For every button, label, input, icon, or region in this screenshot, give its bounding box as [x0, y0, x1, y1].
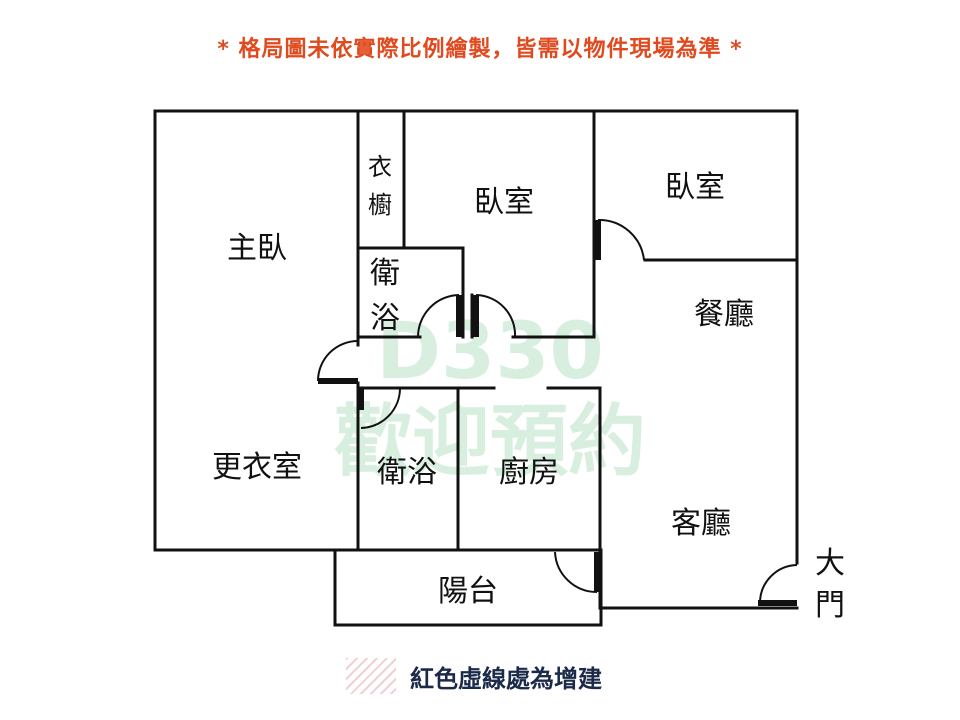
room-lower-bath: 衛浴 — [377, 455, 437, 490]
legend-hatch-swatch — [346, 658, 396, 694]
room-upper-bath-line2: 浴 — [370, 301, 400, 336]
room-living: 客廳 — [671, 506, 731, 541]
room-dining: 餐廳 — [694, 297, 754, 332]
room-bedroom-b: 臥室 — [665, 170, 725, 205]
room-bedroom-a: 臥室 — [474, 185, 534, 220]
room-upper-bath-line1: 衛 — [370, 256, 400, 291]
watermark-text: 歡迎預約 — [334, 397, 646, 487]
room-kitchen: 廚房 — [499, 455, 559, 490]
walls — [153, 109, 799, 610]
doors — [317, 218, 798, 606]
room-dressing: 更衣室 — [212, 450, 302, 485]
legend: 紅色虛線處為增建 — [346, 658, 602, 694]
room-balcony: 陽台 — [438, 574, 498, 609]
entrance-label-line2: 門 — [815, 588, 845, 623]
room-closet-line2: 櫥 — [368, 191, 392, 219]
entrance-label-line1: 大 — [815, 546, 845, 581]
disclaimer-title: * 格局圖未依實際比例繪製，皆需以物件現場為準 * — [217, 37, 743, 62]
room-master-bedroom: 主臥 — [227, 231, 287, 266]
legend-label: 紅色虛線處為增建 — [410, 664, 602, 693]
watermark-code: D330 — [376, 307, 604, 397]
room-closet-line1: 衣 — [368, 153, 392, 181]
